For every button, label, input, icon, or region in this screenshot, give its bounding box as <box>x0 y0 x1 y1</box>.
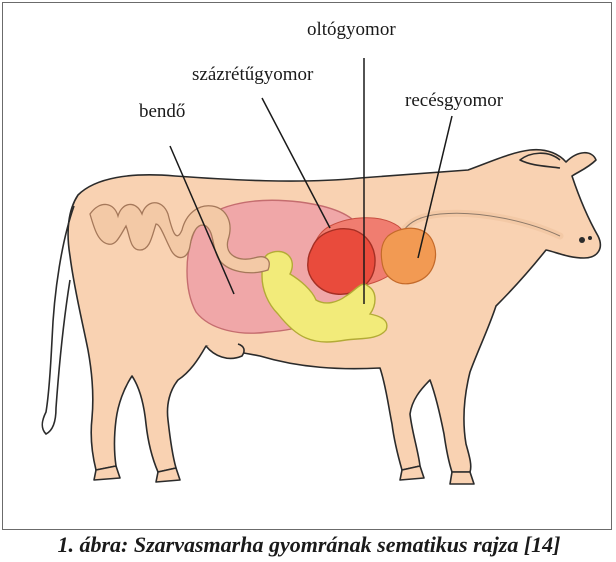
label-reticulum: recésgyomor <box>405 90 503 112</box>
figure-caption: 1. ábra: Szarvasmarha gyomrának sematiku… <box>6 532 612 558</box>
label-rumen: bendő <box>139 101 185 123</box>
reticulum-shape <box>381 228 435 284</box>
label-abomasum: oltógyomor <box>307 19 396 41</box>
label-omasum: százrétűgyomor <box>192 64 313 86</box>
